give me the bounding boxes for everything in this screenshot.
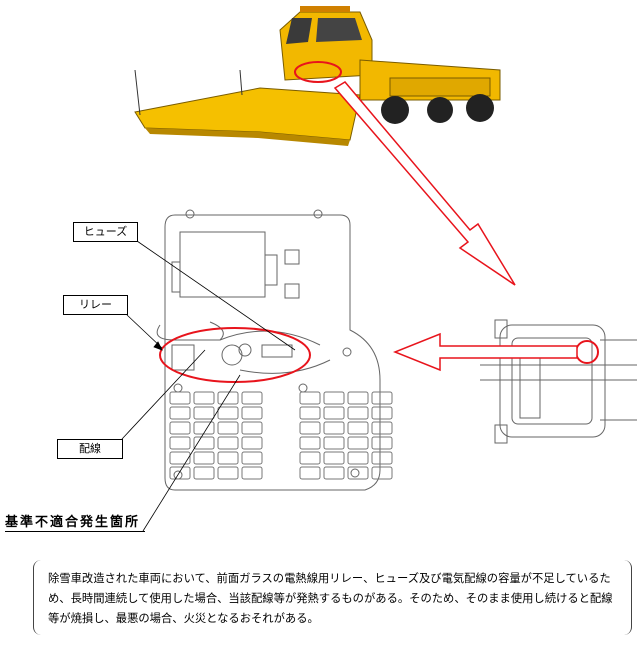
relay-block-cell: [217, 406, 239, 420]
relay-block-cell: [299, 436, 321, 450]
relay-block-cell: [299, 451, 321, 465]
snowplow-truck-image: [134, 6, 501, 146]
relay-block-cell: [371, 406, 393, 420]
leader-lines: [121, 240, 296, 532]
relay-block-cell: [347, 421, 369, 435]
relay-block-cell: [217, 466, 239, 480]
relay-block-cell: [217, 391, 239, 405]
relay-block-cell: [241, 406, 263, 420]
relay-block-cell: [323, 421, 345, 435]
relay-block-cell: [323, 391, 345, 405]
defect-description: 除雪車改造された車両において、前面ガラスの電熱線用リレー、ヒューズ及び電気配線の…: [33, 560, 632, 635]
relay-block-cell: [193, 436, 215, 450]
relay-block-cell: [193, 406, 215, 420]
relay-block-cell: [193, 421, 215, 435]
label-relay: リレー: [63, 295, 128, 315]
relay-block-cell: [169, 406, 191, 420]
relay-block-cell: [347, 391, 369, 405]
highlight-circle-truck: [294, 61, 342, 83]
relay-block-cell: [169, 391, 191, 405]
relay-block-cell: [371, 436, 393, 450]
relay-block-cell: [169, 436, 191, 450]
relay-block-cell: [299, 466, 321, 480]
relay-block-cell: [323, 451, 345, 465]
arrow-topview-to-panel: [392, 332, 578, 372]
relay-block-cell: [323, 436, 345, 450]
relay-block-cell: [371, 466, 393, 480]
relay-block-cell: [193, 391, 215, 405]
relay-blocks: [169, 391, 393, 480]
truck-top-view: [480, 319, 637, 444]
relay-block-cell: [299, 421, 321, 435]
relay-block-cell: [299, 391, 321, 405]
relay-block-cell: [347, 466, 369, 480]
relay-block-cell: [347, 436, 369, 450]
relay-block-cell: [323, 466, 345, 480]
relay-block-cell: [193, 451, 215, 465]
relay-block-cell: [169, 421, 191, 435]
relay-block-cell: [347, 406, 369, 420]
relay-block-cell: [347, 451, 369, 465]
relay-block-cell: [371, 451, 393, 465]
arrow-truck-to-topview: [333, 81, 516, 286]
relay-block-cell: [241, 436, 263, 450]
highlight-circle-topview: [575, 340, 599, 364]
relay-block-cell: [371, 391, 393, 405]
relay-block-cell: [299, 406, 321, 420]
relay-panel-diagram: [156, 209, 381, 491]
highlight-ellipse-panel: [159, 327, 311, 383]
relay-block-cell: [193, 466, 215, 480]
relay-block-cell: [241, 451, 263, 465]
relay-block-cell: [217, 421, 239, 435]
relay-block-cell: [371, 421, 393, 435]
defect-location-title: 基準不適合発生箇所: [5, 511, 145, 532]
relay-block-cell: [241, 391, 263, 405]
relay-block-cell: [217, 436, 239, 450]
relay-block-cell: [169, 451, 191, 465]
label-wiring: 配線: [57, 439, 123, 459]
relay-block-cell: [323, 406, 345, 420]
relay-block-cell: [241, 466, 263, 480]
relay-block-cell: [241, 421, 263, 435]
relay-block-cell: [169, 466, 191, 480]
label-fuse: ヒューズ: [73, 222, 138, 242]
relay-block-cell: [217, 451, 239, 465]
